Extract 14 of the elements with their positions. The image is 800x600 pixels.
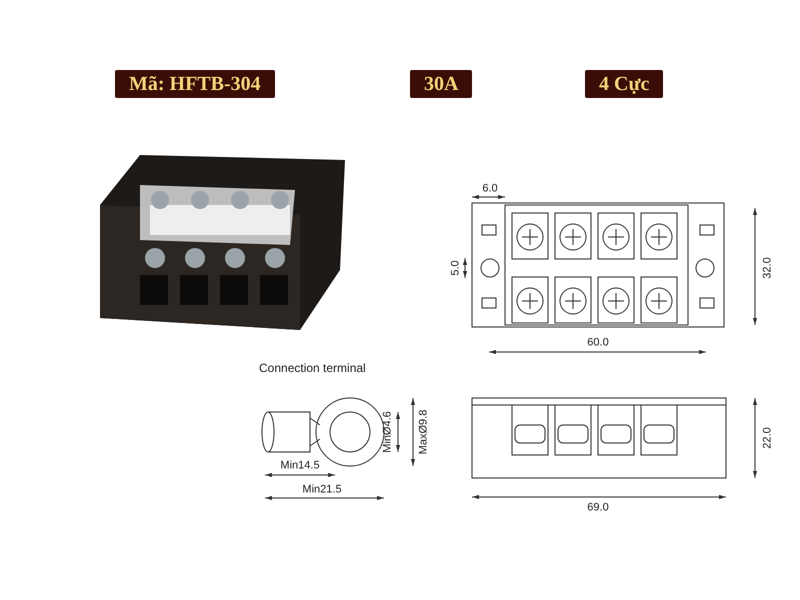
- dimension-label: Min21.5: [302, 484, 342, 496]
- header-badge: Mã: HFTB-304: [115, 70, 275, 98]
- dimension-label: MaxØ9.8: [418, 410, 430, 454]
- dimension-label: 5.0: [450, 260, 462, 276]
- dimension-label: 69.0: [587, 502, 609, 514]
- header-badge: 30A: [410, 70, 472, 98]
- dimension-label: 22.0: [762, 427, 774, 449]
- dimension-label: 6.0: [482, 184, 498, 194]
- dimension-label: MinØ4.6: [382, 411, 394, 453]
- dimension-label: 32.0: [762, 257, 774, 279]
- header-badge: 4 Cực: [585, 70, 664, 98]
- dimension-label: 60.0: [587, 338, 609, 348]
- dimension-label: Min14.5: [280, 460, 320, 472]
- drawing-caption: Connection terminal: [259, 362, 366, 374]
